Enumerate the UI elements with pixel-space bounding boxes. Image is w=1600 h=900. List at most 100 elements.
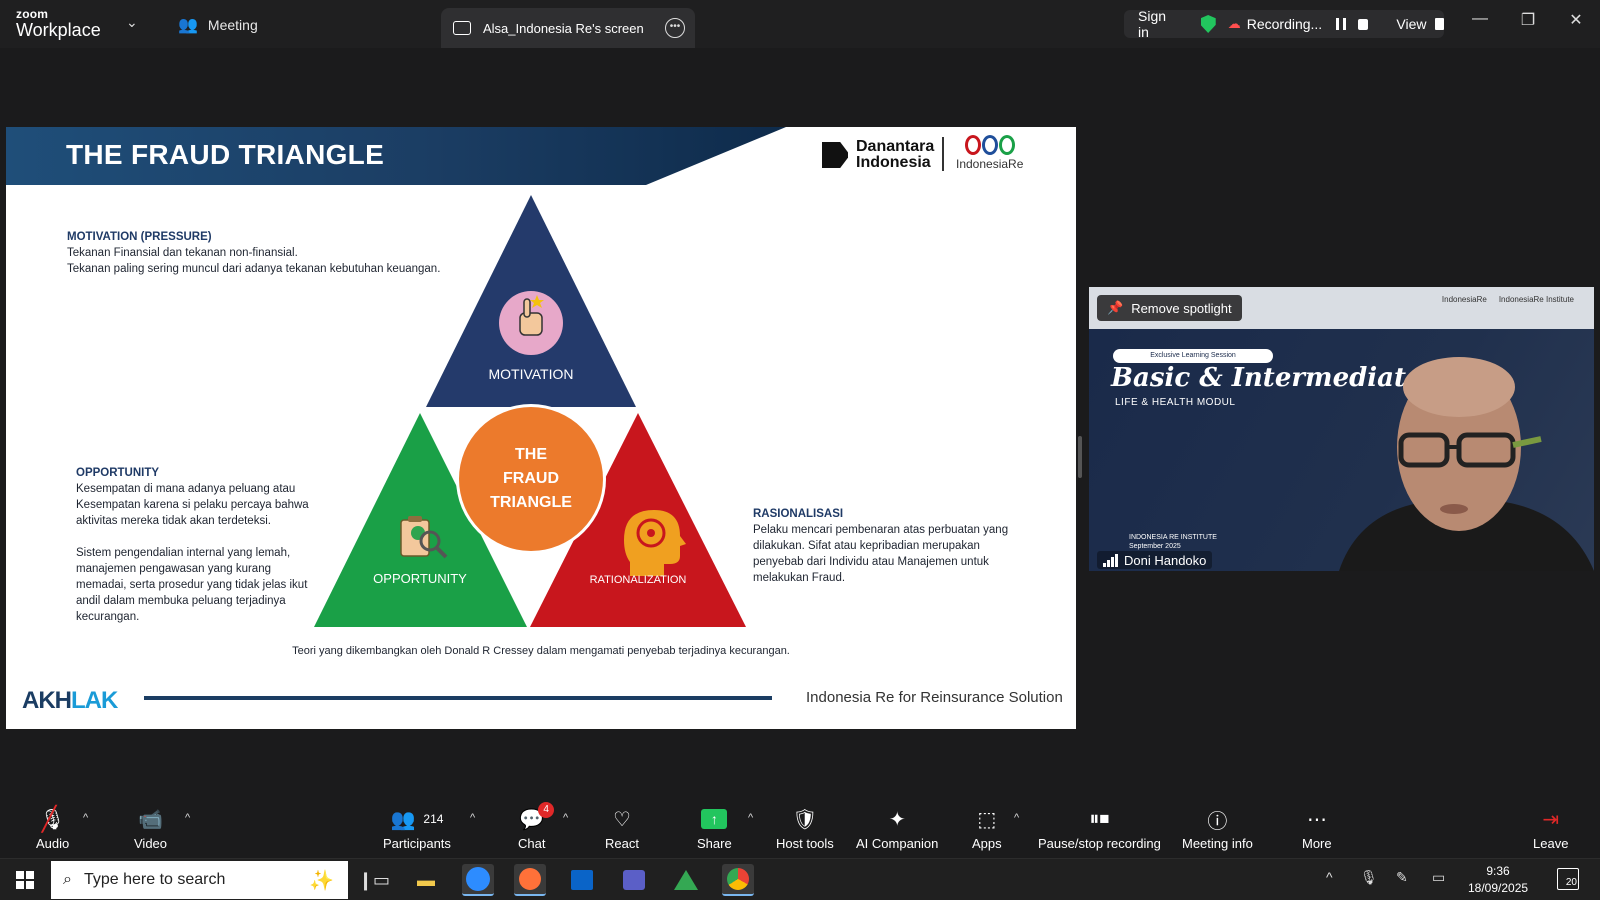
akhlak-part2: LAK <box>71 687 118 714</box>
clock-time: 9:36 <box>1486 864 1510 878</box>
taskbar-search[interactable]: ⌕ Type here to search ✨ <box>51 861 348 899</box>
slide-footer-text: Indonesia Re for Reinsurance Solution <box>806 689 1063 706</box>
participant-video <box>1339 357 1594 571</box>
share-options-caret-icon[interactable]: ^ <box>748 812 754 824</box>
indonesia-re-rings-icon <box>956 135 1023 155</box>
institute-name: INDONESIA RE INSTITUTE <box>1129 534 1217 541</box>
more-button[interactable]: ⋯ More <box>1302 806 1332 852</box>
google-drive-icon[interactable] <box>670 864 702 896</box>
motivation-line1: Tekanan Finansial dan tekanan non-finans… <box>67 247 298 259</box>
zoom-workplace-logo[interactable]: zoom Workplace <box>16 8 101 39</box>
clock-date: 18/09/2025 <box>1468 881 1529 895</box>
opportunity-text: OPPORTUNITY Kesempatan di mana adanya pe… <box>76 465 324 625</box>
tray-display-icon[interactable]: ▭ <box>1432 869 1446 885</box>
windows-start-icon[interactable] <box>16 871 34 889</box>
meeting-info-button[interactable]: ⓘ Meeting info <box>1182 806 1253 852</box>
taskbar-clock[interactable]: 9:36 18/09/2025 <box>1468 863 1528 897</box>
tab-shared-screen[interactable]: Alsa_Indonesia Re's screen ••• <box>441 8 695 48</box>
view-layout-icon[interactable] <box>1434 18 1444 30</box>
firefox-icon[interactable] <box>514 864 546 896</box>
rasionalisasi-heading: RASIONALISASI <box>753 508 844 520</box>
apps-icon: ⬚ <box>977 808 997 831</box>
view-button[interactable]: View <box>1396 16 1427 32</box>
motivation-text: MOTIVATION (PRESSURE) Tekanan Finansial … <box>67 229 487 277</box>
share-label: Share <box>697 836 732 851</box>
session-title: Basic & Intermediat <box>1111 363 1407 393</box>
encryption-shield-icon[interactable] <box>1200 15 1216 33</box>
motivation-heading: MOTIVATION (PRESSURE) <box>67 231 212 243</box>
rationalization-label: RATIONALIZATION <box>590 574 687 586</box>
pause-recording-icon[interactable] <box>1336 18 1346 30</box>
teams-icon[interactable] <box>618 864 650 896</box>
stop-recording-icon[interactable] <box>1358 18 1369 30</box>
cloud-recording-icon: ☁ <box>1227 16 1241 31</box>
danantara-text-1: Danantara <box>856 138 935 155</box>
heart-icon: ♡ <box>613 808 631 831</box>
session-subtitle: LIFE & HEALTH MODUL <box>1115 397 1236 408</box>
react-label: React <box>605 836 639 851</box>
participant-name: Doni Handoko <box>1124 552 1207 568</box>
tray-microphone-icon[interactable]: 🎙 <box>1360 869 1378 885</box>
pause-stop-label: Pause/stop recording <box>1038 836 1161 851</box>
meeting-info-label: Meeting info <box>1182 836 1253 851</box>
video-camera-icon: 📹 <box>138 808 163 831</box>
video-button[interactable]: 📹 Video <box>134 806 167 852</box>
minimize-icon[interactable]: — <box>1472 10 1488 27</box>
slide-title-banner <box>6 127 786 185</box>
rasionalisasi-text: RASIONALISASI Pelaku mencari pembenaran … <box>753 506 1031 586</box>
audio-button[interactable]: 🎙╱ Audio <box>36 806 69 852</box>
opportunity-paragraph1: Kesempatan di mana adanya peluang atau K… <box>76 483 309 527</box>
notification-center-icon[interactable]: 20 <box>1557 868 1579 890</box>
chat-options-caret-icon[interactable]: ^ <box>563 812 569 824</box>
center-label-line3: TRIANGLE <box>490 494 572 511</box>
participants-button[interactable]: 👥214 Participants <box>383 806 451 852</box>
restore-icon[interactable]: ❐ <box>1520 12 1536 29</box>
center-circle <box>459 407 603 551</box>
react-button[interactable]: ♡ React <box>605 806 639 852</box>
pause-stop-recording-button[interactable]: ⏸⏹ Pause/stop recording <box>1038 806 1161 852</box>
chrome-icon[interactable] <box>722 864 754 896</box>
participants-options-caret-icon[interactable]: ^ <box>470 812 476 824</box>
share-button[interactable]: ↑ Share <box>697 806 732 851</box>
tray-pen-icon[interactable]: ✎ <box>1396 869 1408 885</box>
slide-caption: Teori yang dikembangkan oleh Donald R Cr… <box>292 645 790 657</box>
audio-options-caret-icon[interactable]: ^ <box>83 812 89 824</box>
pause-stop-icon: ⏸⏹ <box>1089 807 1110 830</box>
taskbar-search-placeholder: Type here to search <box>83 871 226 888</box>
session-pill: Exclusive Learning Session <box>1113 349 1273 363</box>
spotlight-video-tile[interactable]: 📌 Remove spotlight IndonesiaRe Indonesia… <box>1089 287 1594 571</box>
header-controls: Sign in ☁ Recording... View <box>1124 8 1444 40</box>
more-options-icon[interactable]: ••• <box>665 18 685 38</box>
outlook-icon[interactable] <box>566 864 598 896</box>
tab-meeting[interactable]: 👥 Meeting <box>178 12 258 38</box>
chevron-down-icon[interactable]: ⌄ <box>126 14 138 30</box>
recording-status: Recording... <box>1246 16 1323 32</box>
leave-button[interactable]: ⇥ Leave <box>1533 806 1568 852</box>
shared-slide: THE FRAUD TRIANGLE Danantara Indonesia I… <box>6 127 1076 729</box>
participant-name-tag: Doni Handoko <box>1097 551 1213 569</box>
akhlak-logo: AKHLAK <box>22 687 118 715</box>
participants-count: 214 <box>423 812 444 826</box>
head-target-icon <box>624 510 686 576</box>
chat-button[interactable]: 💬4 Chat <box>518 802 555 851</box>
center-label-line2: FRAUD <box>503 470 559 487</box>
panel-resize-handle[interactable] <box>1078 436 1082 478</box>
rasionalisasi-paragraph: Pelaku mencari pembenaran atas perbuatan… <box>753 524 1009 584</box>
institute-badge: INDONESIA RE INSTITUTE September 2025 <box>1129 533 1217 551</box>
tray-overflow-icon[interactable]: ^ <box>1326 869 1333 885</box>
chat-icon: 💬4 <box>519 802 555 832</box>
chat-badge: 4 <box>538 802 555 818</box>
video-options-caret-icon[interactable]: ^ <box>185 812 191 824</box>
sparkle-icon: ✦ <box>888 808 906 831</box>
host-tools-button[interactable]: 🛡 Host tools <box>776 806 834 852</box>
ai-companion-button[interactable]: ✦ AI Companion <box>856 806 938 852</box>
task-view-icon[interactable]: ❙▭ <box>357 869 391 890</box>
file-explorer-icon[interactable]: ▬ <box>417 869 435 890</box>
sign-in-button[interactable]: Sign in <box>1138 8 1167 40</box>
close-icon[interactable]: ✕ <box>1569 12 1583 29</box>
remove-spotlight-label: Remove spotlight <box>1131 300 1232 316</box>
apps-options-caret-icon[interactable]: ^ <box>1014 812 1020 824</box>
remove-spotlight-button[interactable]: 📌 Remove spotlight <box>1097 295 1242 321</box>
zoom-app-icon[interactable] <box>462 864 494 896</box>
apps-button[interactable]: ⬚ Apps <box>972 806 1002 852</box>
